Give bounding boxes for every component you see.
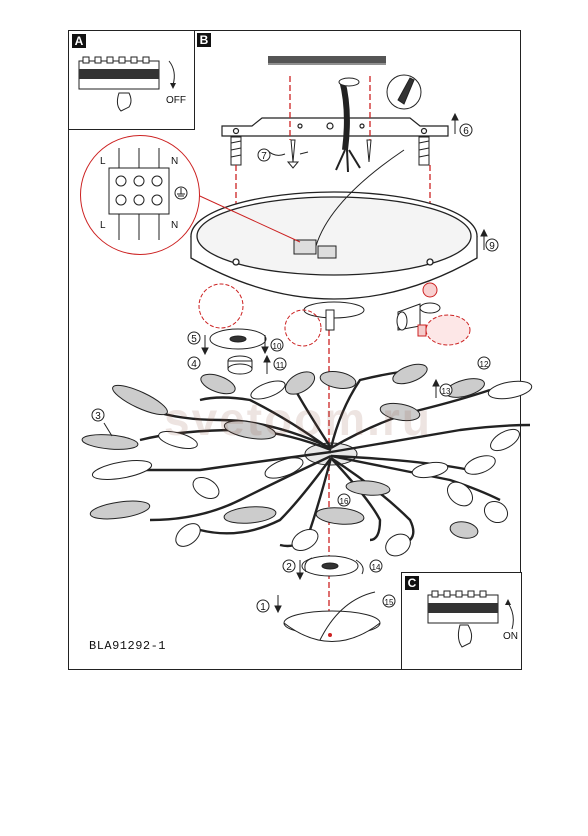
step-2: 2 [286, 562, 292, 573]
bulb-cap-icon [422, 282, 438, 298]
leaf-shades [81, 363, 533, 557]
step-5: 5 [191, 334, 197, 345]
step-10: 10 [273, 342, 282, 351]
terminal-block [293, 149, 405, 259]
switch-off-label: OFF [166, 95, 186, 106]
panel-c: C ON [401, 572, 522, 670]
hand-icon [116, 92, 132, 112]
terminal-l-top: L [100, 156, 106, 167]
washer-parts [209, 328, 359, 577]
cable-wires [335, 149, 361, 173]
step-6: 6 [463, 126, 469, 137]
step-15: 15 [385, 598, 394, 607]
step-13: 13 [442, 387, 451, 396]
lamp-arms [120, 370, 531, 548]
ceiling-icon [268, 56, 386, 65]
hand-icon [457, 624, 473, 648]
panel-a: A OFF [68, 30, 195, 130]
step-14: 14 [372, 563, 381, 572]
lamp-holder [303, 301, 421, 331]
panel-c-label: C [405, 576, 419, 590]
terminal-n-bottom: N [171, 220, 179, 231]
supply-cable [339, 79, 350, 151]
drill-detail [386, 74, 422, 110]
step-markers: 1 2 3 4 5 6 7 8 9 10 11 12 13 14 15 16 [89, 123, 499, 613]
glass-dish [283, 610, 381, 642]
step-16: 16 [340, 497, 349, 506]
wall-plug-icon [286, 139, 372, 169]
detail-circles [198, 283, 322, 347]
step-7: 7 [261, 151, 267, 162]
switch-on-label: ON [503, 631, 518, 642]
step-12: 12 [480, 360, 489, 369]
step-9: 9 [489, 241, 495, 252]
step-4: 4 [191, 359, 197, 370]
mounting-bracket [221, 117, 449, 137]
ceiling-canopy [190, 191, 478, 300]
terminal-n-top: N [171, 156, 179, 167]
model-code: BLA91292-1 [89, 639, 167, 653]
step-11: 11 [276, 361, 285, 370]
cable-outlet [338, 77, 360, 87]
ring-nut [419, 302, 441, 314]
terminal-detail: L N L N [80, 135, 200, 255]
terminal-l-bottom: L [100, 220, 106, 231]
panel-a-label: A [72, 34, 86, 48]
terminal-block-detail [108, 148, 188, 240]
step-1: 1 [260, 602, 266, 613]
ground-icon [174, 186, 188, 200]
panel-b-label: B [197, 33, 211, 47]
wall-switch-icon [427, 590, 514, 648]
instruction-frame [68, 30, 521, 670]
wall-switch-icon [78, 56, 176, 112]
step-3: 3 [95, 411, 101, 422]
bulb-icon [417, 314, 471, 346]
